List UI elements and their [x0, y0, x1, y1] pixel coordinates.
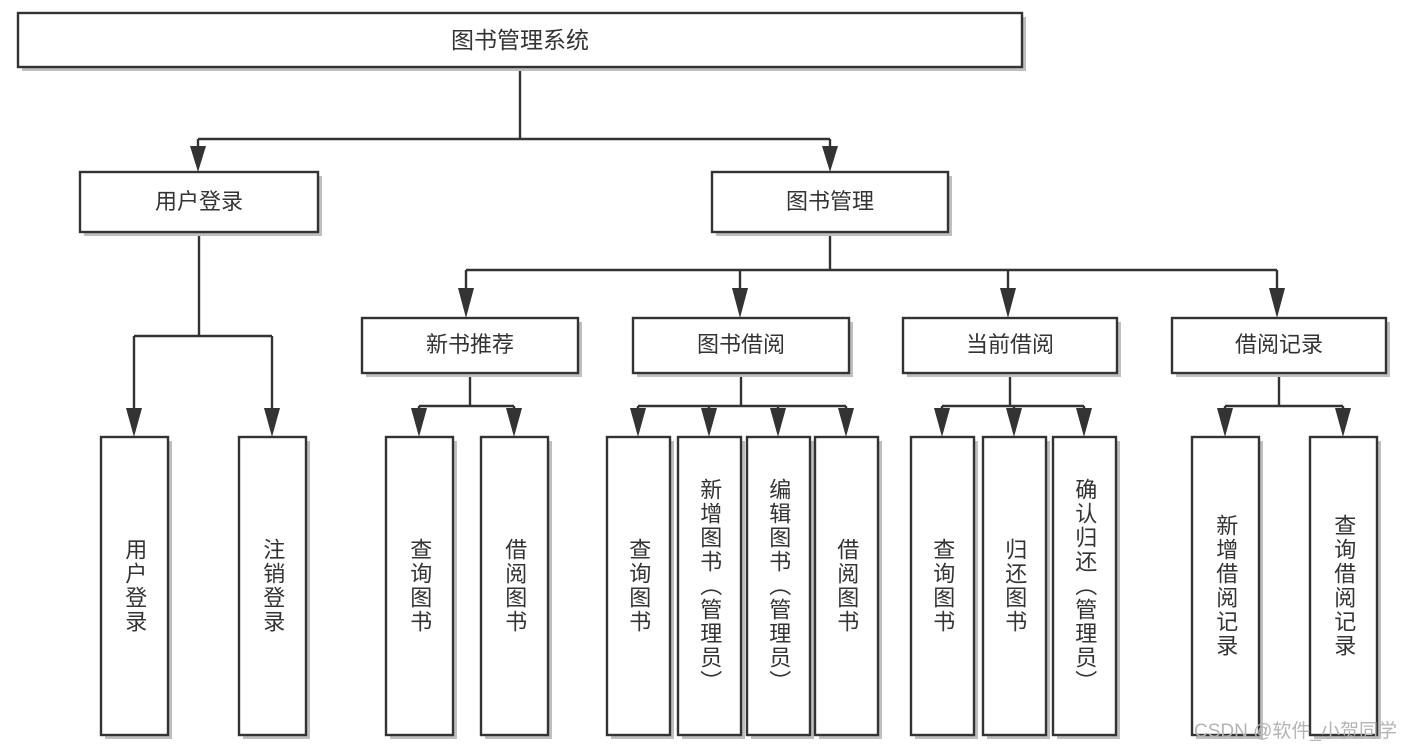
arrow-to-leaf-query-record: [1335, 408, 1351, 437]
node-book-manage-label: 图书管理: [786, 189, 874, 214]
arrow-to-current-borrow: [1000, 288, 1016, 318]
node-book-manage[interactable]: 图书管理: [710, 170, 952, 236]
arrow-to-borrow-record: [1269, 288, 1285, 318]
arrow-to-leaf-add-record: [1217, 408, 1233, 437]
leaf-node-borrow-book-1[interactable]: [479, 435, 552, 739]
arrow-to-leaf-return-book: [1006, 408, 1022, 437]
arrow-to-book-borrow: [732, 288, 748, 318]
node-borrow-record[interactable]: 借阅记录: [1170, 316, 1390, 377]
arrow-to-leaf-borrow-book-2: [838, 408, 854, 437]
node-new-book-recommend[interactable]: 新书推荐: [360, 316, 582, 377]
node-current-borrow-label: 当前借阅: [966, 332, 1054, 357]
node-book-borrow-label: 图书借阅: [697, 332, 785, 357]
arrow-to-book-manage: [822, 146, 838, 172]
arrow-to-leaf-confirm-return: [1076, 408, 1092, 437]
arrow-to-leaf-query-book-1: [411, 408, 427, 437]
arrow-to-user-login: [190, 146, 206, 172]
node-borrow-record-box[interactable]: [1170, 316, 1388, 375]
leaf-box[interactable]: [384, 435, 455, 737]
leaf-box[interactable]: [479, 435, 550, 737]
node-borrow-record-label: 借阅记录: [1235, 332, 1323, 357]
leaf-node-query-record[interactable]: [1308, 435, 1381, 739]
leaf-node-edit-book[interactable]: [745, 435, 814, 739]
node-root[interactable]: 图书管理系统: [16, 11, 1026, 71]
node-book-manage-box[interactable]: [710, 170, 950, 234]
leaf-node-add-book[interactable]: [676, 435, 745, 739]
leaf-box[interactable]: [981, 435, 1048, 737]
node-current-borrow-box[interactable]: [901, 316, 1119, 375]
leaf-node-confirm-return[interactable]: [1051, 435, 1120, 739]
node-new-book-recommend-box[interactable]: [360, 316, 580, 375]
arrow-to-leaf-query-book-2: [630, 408, 646, 437]
leaf-box[interactable]: [237, 435, 308, 737]
arrow-to-leaf-borrow-book-1: [506, 408, 522, 437]
arrow-to-leaf-user-login: [126, 408, 142, 437]
node-book-borrow-box[interactable]: [631, 316, 851, 375]
csdn-watermark: CSDN @软件_小贺同学: [1194, 721, 1397, 742]
arrow-to-leaf-add-book: [701, 408, 717, 437]
node-user-login-box[interactable]: [78, 170, 320, 234]
leaf-box[interactable]: [813, 435, 880, 737]
node-book-borrow[interactable]: 图书借阅: [631, 316, 853, 377]
node-user-login[interactable]: 用户登录: [78, 170, 322, 236]
leaf-node-return-book[interactable]: [981, 435, 1050, 739]
node-root-label: 图书管理系统: [451, 27, 589, 53]
arrow-to-leaf-query-book-3: [934, 408, 950, 437]
leaf-node-query-book-3[interactable]: [909, 435, 978, 739]
leaf-node-query-book-1[interactable]: [384, 435, 457, 739]
node-current-borrow[interactable]: 当前借阅: [901, 316, 1121, 377]
leaf-node-add-record[interactable]: [1190, 435, 1263, 739]
leaf-node-user-logout[interactable]: [237, 435, 310, 739]
arrow-to-new-book-recommend: [458, 288, 474, 318]
arrow-to-leaf-edit-book: [770, 408, 786, 437]
node-root-box[interactable]: [16, 11, 1024, 69]
node-user-login-label: 用户登录: [155, 189, 243, 214]
leaf-box[interactable]: [1190, 435, 1261, 737]
leaf-node-layer: [99, 435, 1381, 739]
leaf-node-borrow-book-2[interactable]: [813, 435, 882, 739]
arrow-to-leaf-user-logout: [264, 408, 280, 437]
node-layer: 图书管理系统 用户登录 图书管理 新书推荐: [16, 11, 1390, 739]
leaf-box[interactable]: [1051, 435, 1118, 737]
leaf-box[interactable]: [1308, 435, 1379, 737]
leaf-box[interactable]: [99, 435, 170, 737]
leaf-box[interactable]: [745, 435, 812, 737]
connector-layer: [126, 67, 1351, 437]
node-new-book-recommend-label: 新书推荐: [426, 332, 514, 357]
leaf-node-query-book-2[interactable]: [605, 435, 674, 739]
leaf-node-user-login[interactable]: [99, 435, 172, 739]
leaf-box[interactable]: [909, 435, 976, 737]
leaf-box[interactable]: [605, 435, 672, 737]
leaf-box[interactable]: [676, 435, 743, 737]
